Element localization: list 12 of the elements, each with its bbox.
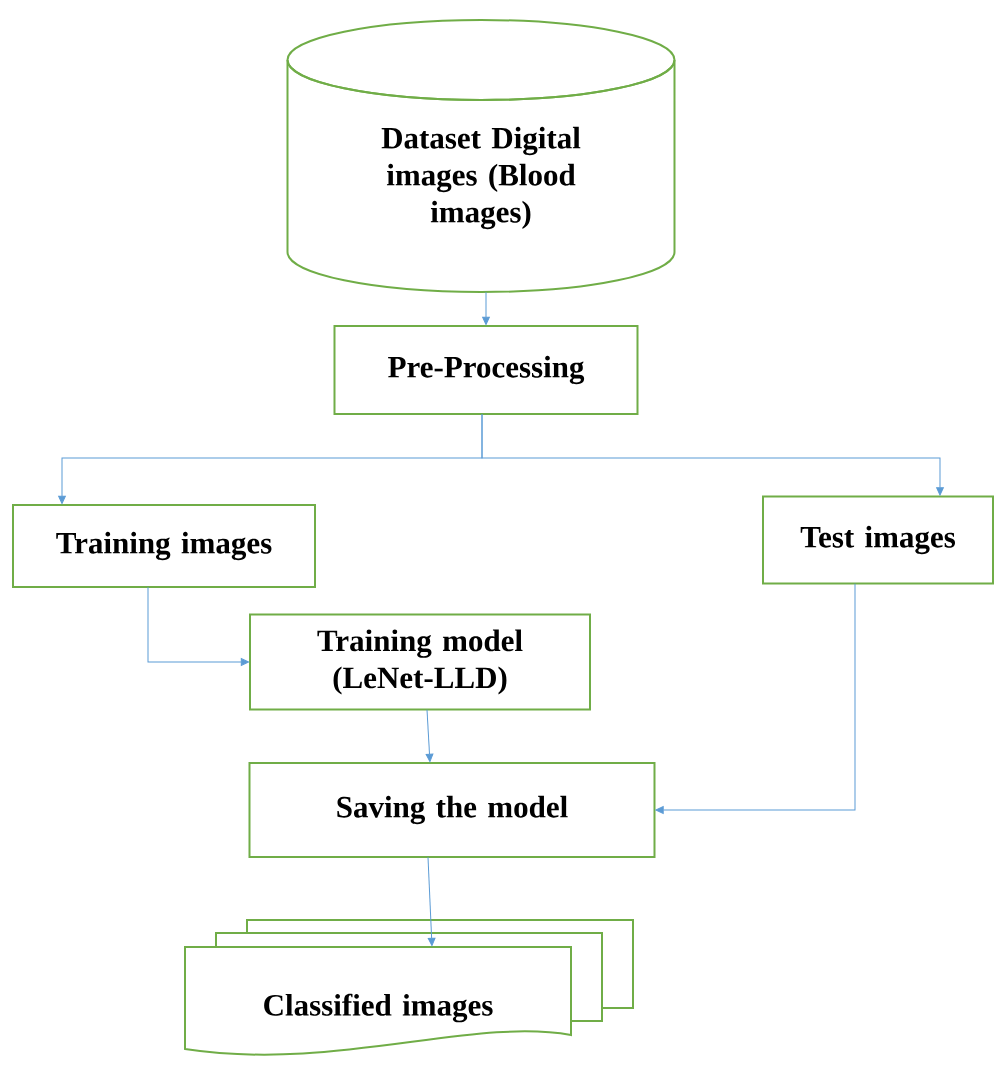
arrow: [655, 583, 856, 814]
document-stack: Classified images: [184, 919, 634, 1056]
process-box: Training images: [12, 504, 316, 588]
arrow: [427, 856, 436, 947]
process-box: Test images: [762, 495, 994, 585]
process-box: Pre-Processing: [333, 325, 639, 415]
arrow: [481, 413, 944, 496]
arrow: [147, 586, 250, 666]
arrow: [425, 709, 434, 763]
process-box: Saving the model: [248, 762, 656, 858]
process-box: Training model (LeNet-LLD): [249, 613, 591, 711]
arrow: [482, 291, 490, 326]
